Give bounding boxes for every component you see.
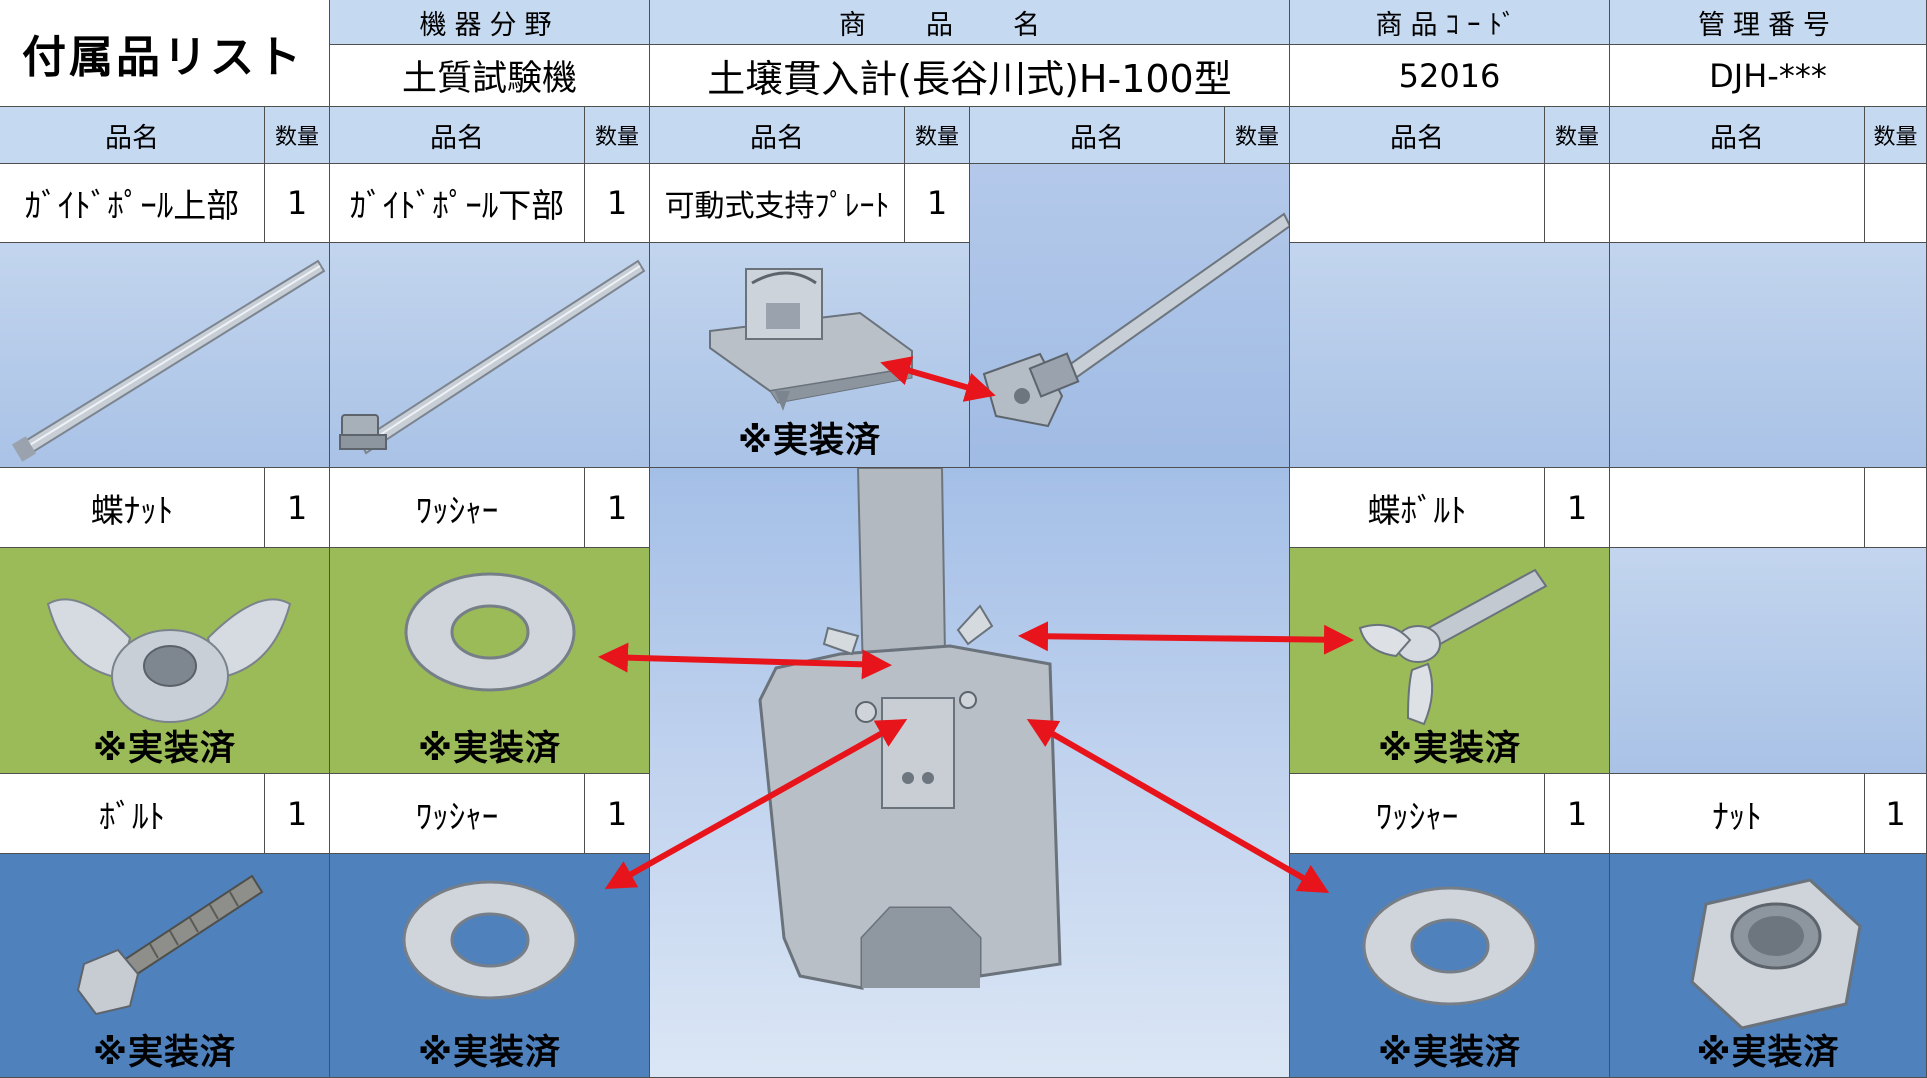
product-value: 土壌貫入計(長谷川式)H-100型 [650, 45, 1290, 107]
photo-support-plate: ※実装済 [650, 243, 970, 468]
photo-washer: ※実装済 [330, 548, 650, 774]
col-name-header: 品名 [970, 107, 1225, 164]
empty-photo-cell [1290, 243, 1610, 468]
wing-bolt-icon [1358, 568, 1548, 726]
code-value: 52016 [1290, 45, 1610, 107]
hex-bolt-icon [76, 874, 264, 1016]
field-value: 土質試験機 [330, 45, 650, 107]
installed-note: ※実装済 [417, 1033, 562, 1073]
item-name-support-plate: 可動式支持ﾌﾟﾚｰﾄ [650, 164, 905, 243]
item-qty: 1 [265, 468, 330, 548]
item-name-wing-bolt: 蝶ﾎﾞﾙﾄ [1290, 468, 1545, 548]
item-qty: 1 [585, 468, 650, 548]
item-name-bolt: ﾎﾞﾙﾄ [0, 774, 265, 854]
empty-name-cell [1290, 164, 1545, 243]
col-name-header: 品名 [1290, 107, 1545, 164]
photo-guide-pole-lower [330, 243, 650, 468]
photo-plate-assembly [970, 164, 1290, 468]
item-qty: 1 [585, 774, 650, 854]
soil-penetrometer-plate-icon [758, 468, 1062, 990]
installed-note: ※実装済 [92, 729, 237, 769]
item-name-guide-pole-lower: ｶﾞｲﾄﾞﾎﾟｰﾙ下部 [330, 164, 585, 243]
photo-guide-pole-upper [0, 243, 330, 468]
empty-qty-cell [1865, 468, 1927, 548]
guide-pole-lower-icon [339, 259, 646, 455]
col-name-header: 品名 [0, 107, 265, 164]
col-name-header: 品名 [1610, 107, 1865, 164]
mgmt-value: DJH-*** [1610, 45, 1927, 107]
hex-nut-icon [1690, 878, 1862, 1030]
item-qty: 1 [585, 164, 650, 243]
col-qty-header: 数量 [585, 107, 650, 164]
empty-name-cell [1610, 468, 1865, 548]
item-name-wing-nut: 蝶ﾅｯﾄ [0, 468, 265, 548]
empty-name-cell [1610, 164, 1865, 243]
item-qty: 1 [265, 164, 330, 243]
col-qty-header: 数量 [905, 107, 970, 164]
col-name-header: 品名 [330, 107, 585, 164]
plate-assembly-icon [982, 212, 1289, 428]
photo-nut: ※実装済 [1610, 854, 1927, 1078]
installed-note: ※実装済 [92, 1033, 237, 1073]
item-name-washer: ﾜｯｼｬｰ [330, 774, 585, 854]
washer-icon [404, 572, 576, 692]
guide-pole-upper-icon [11, 259, 326, 462]
empty-photo-cell [1610, 548, 1927, 774]
field-label: 機器分野 [330, 0, 650, 45]
washer-icon [402, 880, 578, 1000]
empty-qty-cell [1545, 164, 1610, 243]
mgmt-label: 管理番号 [1610, 0, 1927, 45]
item-name-nut: ﾅｯﾄ [1610, 774, 1865, 854]
photo-wing-bolt: ※実装済 [1290, 548, 1610, 774]
empty-photo-cell [1610, 243, 1927, 468]
photo-washer: ※実装済 [1290, 854, 1610, 1078]
col-qty-header: 数量 [1865, 107, 1927, 164]
col-name-header: 品名 [650, 107, 905, 164]
photo-bolt: ※実装済 [0, 854, 330, 1078]
item-qty: 1 [1545, 468, 1610, 548]
installed-note: ※実装済 [1377, 1033, 1522, 1073]
washer-icon [1362, 886, 1538, 1006]
item-qty: 1 [1865, 774, 1927, 854]
item-name-guide-pole-upper: ｶﾞｲﾄﾞﾎﾟｰﾙ上部 [0, 164, 265, 243]
item-qty: 1 [905, 164, 970, 243]
item-qty: 1 [265, 774, 330, 854]
item-name-washer: ﾜｯｼｬｰ [330, 468, 585, 548]
item-qty: 1 [1545, 774, 1610, 854]
col-qty-header: 数量 [265, 107, 330, 164]
wing-nut-icon [46, 598, 292, 723]
col-qty-header: 数量 [1545, 107, 1610, 164]
installed-note: ※実装済 [417, 729, 562, 769]
installed-note: ※実装済 [1377, 729, 1522, 769]
photo-assembly-closeup [650, 468, 1290, 1078]
installed-note: ※実装済 [737, 421, 882, 461]
photo-wing-nut: ※実装済 [0, 548, 330, 774]
empty-qty-cell [1865, 164, 1927, 243]
product-label: 商品名 [650, 0, 1290, 45]
sheet-title: 付属品リスト [0, 0, 330, 107]
item-name-washer: ﾜｯｼｬｰ [1290, 774, 1545, 854]
code-label: 商品ｺｰﾄﾞ [1290, 0, 1610, 45]
photo-washer: ※実装済 [330, 854, 650, 1078]
col-qty-header: 数量 [1225, 107, 1290, 164]
support-plate-icon [709, 268, 913, 411]
installed-note: ※実装済 [1696, 1033, 1840, 1073]
